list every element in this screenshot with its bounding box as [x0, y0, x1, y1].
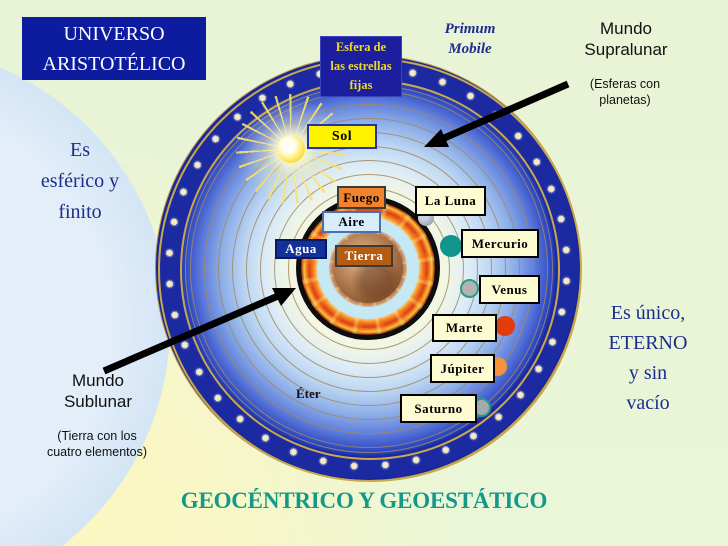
star-icon: ✹	[561, 244, 571, 257]
slide-title-box: UNIVERSO ARISTOTÉLICO	[22, 17, 206, 80]
earth-globe	[333, 233, 403, 303]
planet-label-jupiter: Júpiter	[430, 354, 495, 383]
star-icon: ✹	[235, 414, 245, 427]
star-icon: ✹	[493, 412, 504, 425]
star-icon: ✹	[232, 111, 243, 124]
element-label-fuego: Fuego	[337, 186, 386, 209]
star-icon: ✹	[556, 213, 566, 226]
star-icon: ✹	[318, 455, 328, 468]
star-icon: ✹	[513, 131, 523, 144]
element-label-tierra: Tierra	[335, 245, 393, 267]
venus-dot	[460, 279, 479, 298]
star-icon: ✹	[178, 187, 189, 200]
star-icon: ✹	[465, 91, 476, 104]
star-icon: ✹	[491, 109, 501, 122]
star-icon: ✹	[314, 69, 326, 81]
ether-label: Éter	[296, 386, 321, 401]
star-icon: ✹	[380, 460, 390, 473]
sun-icon	[277, 135, 305, 163]
star-icon: ✹	[437, 77, 448, 90]
star-icon: ✹	[285, 78, 295, 91]
star-icon: ✹	[547, 336, 558, 349]
star-icon: ✹	[533, 364, 544, 377]
star-icon: ✹	[411, 455, 421, 468]
star-icon: ✹	[194, 367, 204, 380]
primum-mobile-label: Primum Mobile	[444, 21, 496, 57]
star-icon: ✹	[257, 93, 268, 106]
star-icon: ✹	[532, 156, 542, 169]
star-icon: ✹	[165, 279, 175, 292]
star-icon: ✹	[164, 248, 175, 261]
star-icon: ✹	[546, 184, 556, 197]
planet-label-saturno: Saturno	[400, 394, 477, 423]
planet-label-marte: Marte	[432, 314, 497, 342]
star-icon: ✹	[468, 430, 479, 443]
mercury-dot	[440, 235, 462, 257]
left-note: Es esférico y finito	[40, 139, 120, 223]
mars-dot	[495, 316, 515, 336]
star-icon: ✹	[408, 68, 418, 81]
star-icon: ✹	[288, 446, 299, 459]
supralunar-subtitle: (Esferas con planetas)	[589, 77, 661, 108]
element-label-aire: Aire	[322, 211, 381, 233]
star-icon: ✹	[561, 275, 572, 288]
bottom-title: GEOCÉNTRICO Y GEOESTÁTICO	[180, 488, 548, 513]
right-note: Es único, ETERNO y sin vacío	[608, 302, 688, 414]
planet-label-mercurio: Mercurio	[461, 229, 539, 258]
star-icon: ✹	[210, 134, 221, 147]
star-icon: ✹	[349, 460, 359, 473]
supralunar-title: Mundo Supralunar	[584, 19, 668, 60]
sublunar-subtitle: (Tierra con los cuatro elementos)	[46, 429, 148, 460]
fixed-stars-label-box: Esfera de las estrellas fijas	[320, 36, 402, 97]
star-icon: ✹	[192, 159, 203, 172]
star-icon: ✹	[260, 432, 271, 445]
star-icon: ✹	[515, 389, 526, 402]
planet-label-la-luna: La Luna	[415, 186, 486, 216]
sun-label-box: Sol	[307, 124, 377, 149]
star-icon: ✹	[170, 310, 180, 323]
star-icon: ✹	[213, 392, 223, 405]
star-icon: ✹	[441, 445, 451, 458]
star-icon: ✹	[169, 217, 179, 230]
star-icon: ✹	[557, 306, 567, 319]
star-icon: ✹	[180, 339, 190, 352]
sublunar-title: Mundo Sublunar	[63, 371, 133, 412]
element-label-agua: Agua	[275, 239, 327, 259]
planet-label-venus: Venus	[479, 275, 540, 304]
